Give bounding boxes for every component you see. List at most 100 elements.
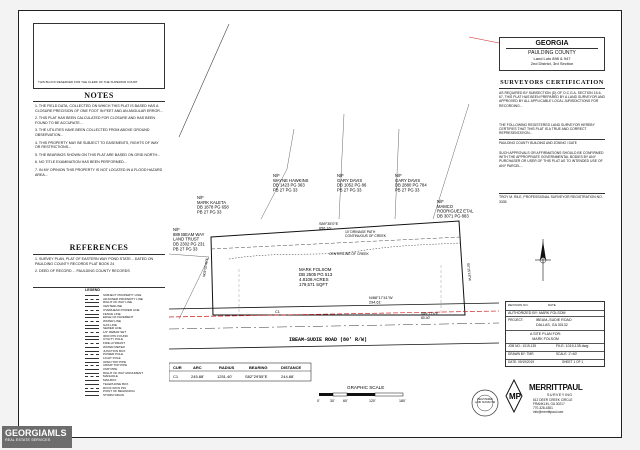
legend-item: JUNCTION BOX [103, 348, 126, 353]
note-item: 5. THE BEARINGS SHOWN ON THIS PLAT ARE B… [35, 152, 161, 157]
revision-date-label: DATE [548, 303, 556, 307]
clerk-block: THIS BLOCK RESERVED FOR THE CLERK OF THE… [33, 23, 165, 89]
scale-tick: 0' [317, 399, 320, 403]
creek-label: CENTERLINE OF CREEK [329, 252, 369, 256]
reference-item: 2. DEED OF RECORD ... PAULDING COUNTY RE… [35, 269, 130, 274]
seal-text: REGISTERED LAND SURVEYOR [474, 398, 496, 404]
curve-cell: 245.88' [191, 374, 204, 379]
text-line: 4.8108 ACRES [299, 277, 329, 282]
authorized-by: AUTHORIZED BY: MARK FOLSOM [508, 311, 566, 315]
lot-line [286, 128, 295, 170]
legend-symbol [85, 339, 99, 341]
legend-symbol [85, 302, 99, 304]
legend-item: RIGHT OF WAY MONUMENT [103, 370, 144, 375]
road-label: IBEAM–SUDIE ROAD (80' R/W) [289, 337, 367, 343]
legend-item: LIGHT POLE [103, 355, 121, 360]
curve-table-frame [169, 362, 312, 382]
drawing-date: DATE: 09/19/2019 [508, 360, 534, 364]
road-edge-pavement [169, 310, 499, 318]
text-line: MARK FOLSOM [299, 267, 332, 272]
georgia-mls-watermark: GEORGIAMLS REAL ESTATE SERVICES [2, 426, 72, 448]
legend-symbol [85, 354, 99, 356]
legend-symbol [85, 309, 99, 311]
legend-symbol [85, 365, 99, 367]
lot-line [338, 113, 345, 220]
references-rule [33, 254, 165, 255]
curve-label: C1 [275, 310, 280, 314]
references-heading: REFERENCES [69, 243, 129, 252]
scale-tick: 60' [343, 399, 348, 403]
scale-bar-segment [332, 392, 348, 397]
text-line: N/F [273, 173, 280, 178]
legend-item: GAS LINE [103, 322, 117, 327]
legend-item: UTILITY POLE [103, 337, 123, 342]
legend-item: WATER METER [103, 344, 125, 349]
surveyor-seal-icon [471, 389, 499, 417]
legend-item: FENCE LINE [103, 311, 121, 316]
road-centerline [169, 322, 499, 330]
firm-address: 612 DEER CREEK CIRCLE FRANKLIN, GA 30217… [533, 398, 573, 414]
drawn-by: DRAWN BY: TMR [508, 352, 534, 356]
lot-line [169, 253, 210, 258]
text-line: 656.16' [319, 226, 332, 230]
lot-line [260, 168, 288, 220]
curve-cell: 244.88' [281, 374, 294, 379]
county-district: 2nd District, 3rd Section [530, 61, 574, 66]
legend-item: OVERHEAD POWER LINE [103, 307, 140, 312]
notes-rule [33, 101, 165, 102]
notes-heading: NOTES [84, 91, 114, 100]
curve-header: DISTANCE [281, 365, 301, 370]
tb-rule [506, 316, 604, 317]
text-line: DB 2880 PG 784 [395, 183, 427, 188]
curve-header: BEARING [249, 365, 267, 370]
legend-item: WATER LINE [103, 318, 122, 323]
legend-item: SUBJECT PROPERTY LINE [103, 293, 142, 297]
signature-rule [499, 193, 605, 194]
legend-symbol [85, 306, 99, 308]
surveyor-rule [499, 88, 605, 89]
red-mark [468, 36, 499, 44]
scale-bar-segment [347, 393, 375, 396]
text-line: 80.40' [421, 316, 430, 320]
surveyor-heading: SURVEYORS CERTIFICATION [500, 79, 604, 86]
legend-item: POWER POLE [103, 352, 124, 357]
text-line: 10' DRINAGE PATH [345, 230, 376, 234]
text-line: MARK KALETA [197, 200, 226, 205]
job-number: JOB NO.: 1019-135 [508, 344, 536, 348]
text-line: RODRIGUEZ ETAL [437, 209, 474, 214]
legend-item: 1/2" REBAR SET [103, 330, 127, 334]
county-land-lots: Land Lots 898 & 947 [533, 56, 571, 61]
legend-symbol [85, 313, 99, 315]
firm-sub: SURVEYING [547, 393, 573, 397]
legend-symbol [85, 361, 99, 363]
file-name: FILE: 1019-135.dwg [556, 344, 589, 348]
surveyor-paragraph-2: THE FOLLOWING REGISTERED LAND SURVEYOR H… [499, 123, 595, 136]
firm-logo-icon: MP [505, 379, 523, 413]
legend-symbol [85, 295, 99, 296]
county-rule [506, 48, 598, 49]
reference-item: 1. SURVEY PLAN, PLAT OF EASTERN WAY POND… [35, 257, 154, 266]
scale-bar-segment [319, 393, 333, 396]
tb-rule [506, 310, 604, 311]
text-line: N/F [437, 199, 444, 204]
legend-symbol [85, 383, 99, 385]
road-right-of-way-south [169, 342, 499, 350]
text-line: CONTINUOUS OF CREEK [345, 234, 387, 238]
legend-item: TELEPHONE BOX [103, 381, 129, 386]
legend-symbol [85, 298, 99, 300]
legend-item: SEWER LINE [103, 326, 122, 331]
legend-item: RIGHT OF WAY LINE [103, 300, 133, 305]
note-item: 6. NO TITLE EXAMINATION HAS BEEN PERFORM… [35, 160, 127, 165]
scale-tick: 30' [330, 399, 335, 403]
legend-symbol [85, 328, 99, 330]
ditch-line [210, 236, 462, 250]
legend-symbol [85, 376, 99, 378]
watermark-line-1: GEORGIAMLS [5, 428, 67, 438]
legend-symbol [85, 332, 99, 333]
legend-item: OPEN TOP PIPE [103, 359, 127, 364]
note-item: 4. THIS PROPERTY MAY BE SUBJECT TO EASEM… [35, 140, 159, 150]
